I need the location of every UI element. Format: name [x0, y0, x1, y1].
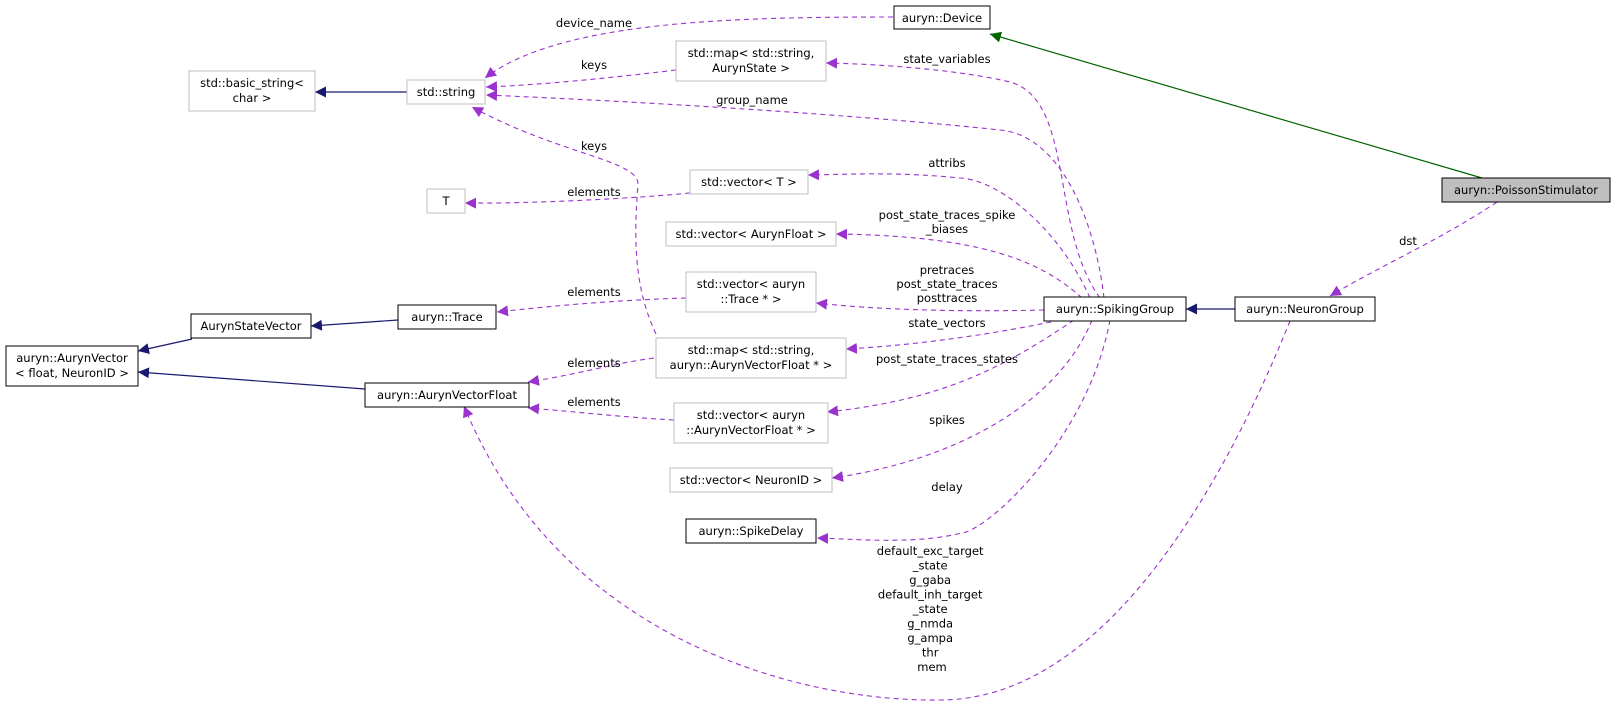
- edge-labels: device_name keys state_variables group_n…: [556, 16, 1417, 674]
- edge-label-elements: elements: [567, 356, 620, 370]
- node-std-map-aurynstate[interactable]: std::map< std::string,AurynState >: [675, 40, 827, 82]
- node-auryn-device[interactable]: auryn::Device: [893, 5, 991, 30]
- edge-post-state-traces-states: [826, 319, 1075, 417]
- svg-text:std::vector< T >: std::vector< T >: [701, 175, 797, 189]
- svg-text:auryn::AurynVector< float, Neu: auryn::AurynVector< float, NeuronID >: [15, 351, 129, 380]
- svg-text:std::string: std::string: [417, 85, 476, 99]
- edge-label-elements: elements: [567, 395, 620, 409]
- node-auryn-spikinggroup[interactable]: auryn::SpikingGroup: [1043, 296, 1187, 322]
- nodes: auryn::Device auryn::PoissonStimulator s…: [5, 5, 1611, 544]
- edge-label-device-name: device_name: [556, 16, 632, 30]
- edge-poisson-to-device: [989, 31, 1483, 179]
- edge-neurongroup-members: [463, 320, 1291, 701]
- node-std-vector-aurynvectorfloat[interactable]: std::vector< auryn::AurynVectorFloat * >: [673, 402, 829, 444]
- node-auryn-neurongroup[interactable]: auryn::NeuronGroup: [1234, 296, 1376, 322]
- edge-elements-map: [527, 357, 655, 386]
- edge-label-keys: keys: [581, 139, 607, 153]
- node-std-vector-neuronid[interactable]: std::vector< NeuronID >: [669, 467, 833, 493]
- edge-label-dst: dst: [1399, 234, 1417, 248]
- edge-elements-trace: [496, 297, 687, 317]
- svg-text:auryn::SpikingGroup: auryn::SpikingGroup: [1056, 302, 1174, 316]
- edge-device-name: [484, 16, 894, 79]
- edge-trace-to-statevector: [310, 319, 399, 331]
- edge-statevector-to-aurynvector: [137, 338, 193, 354]
- node-auryn-spikedelay[interactable]: auryn::SpikeDelay: [685, 518, 817, 544]
- edge-label-keys: keys: [581, 58, 607, 72]
- edge-label-attribs: attribs: [928, 156, 965, 170]
- node-std-basic-string[interactable]: std::basic_string<char >: [188, 70, 316, 112]
- node-aurynstatevector[interactable]: AurynStateVector: [190, 313, 312, 339]
- node-std-vector-trace[interactable]: std::vector< auryn::Trace * >: [685, 271, 817, 313]
- svg-text:std::map< std::string,auryn::A: std::map< std::string,auryn::AurynVector…: [670, 343, 833, 372]
- edge-label-delay: delay: [931, 480, 963, 494]
- edge-label-neurongroup-members: default_exc_target _state g_gaba default…: [877, 544, 987, 674]
- edge-vectorfloat-to-aurynvector: [137, 367, 366, 390]
- edge-group-name: [485, 89, 1105, 299]
- svg-text:std::vector< auryn::Trace * >: std::vector< auryn::Trace * >: [697, 277, 805, 306]
- edge-label-state-vectors: state_vectors: [908, 316, 985, 330]
- edge-keys-string: [485, 69, 677, 93]
- edge-state-vectors: [845, 319, 1061, 354]
- edges: [137, 16, 1498, 701]
- svg-text:AurynStateVector: AurynStateVector: [200, 319, 301, 333]
- edge-spikes: [831, 319, 1093, 482]
- svg-text:T: T: [441, 194, 450, 208]
- edge-label-spikes: spikes: [929, 413, 965, 427]
- edge-label-elements: elements: [567, 285, 620, 299]
- edge-dst: [1329, 201, 1498, 297]
- node-auryn-aurynvector[interactable]: auryn::AurynVector< float, NeuronID >: [5, 345, 139, 387]
- svg-text:std::vector< auryn::AurynVecto: std::vector< auryn::AurynVectorFloat * >: [686, 408, 815, 437]
- svg-text:std::map< std::string,AurynSta: std::map< std::string,AurynState >: [688, 46, 815, 75]
- svg-text:auryn::NeuronGroup: auryn::NeuronGroup: [1246, 302, 1364, 316]
- node-std-vector-aurynfloat[interactable]: std::vector< AurynFloat >: [665, 221, 837, 247]
- edge-label-state-variables: state_variables: [903, 52, 990, 66]
- svg-text:auryn::Trace: auryn::Trace: [411, 310, 482, 324]
- svg-text:auryn::Device: auryn::Device: [902, 11, 982, 25]
- svg-text:std::basic_string<char >: std::basic_string<char >: [200, 76, 304, 105]
- edge-traces: [815, 298, 1045, 312]
- edge-attribs: [807, 169, 1091, 299]
- svg-text:std::vector< NeuronID >: std::vector< NeuronID >: [680, 473, 823, 487]
- edge-label-post-state-traces-spike-biases: post_state_traces_spike_biases: [879, 208, 1016, 236]
- node-auryn-trace[interactable]: auryn::Trace: [397, 304, 497, 330]
- node-std-map-aurynvectorfloat[interactable]: std::map< std::string,auryn::AurynVector…: [655, 337, 847, 379]
- edge-keys-map-to-string: [471, 106, 661, 343]
- edge-post-state-spike: [835, 228, 1083, 299]
- svg-text:auryn::PoissonStimulator: auryn::PoissonStimulator: [1454, 183, 1598, 197]
- svg-text:auryn::AurynVectorFloat: auryn::AurynVectorFloat: [377, 388, 517, 402]
- node-auryn-aurynvectorfloat[interactable]: auryn::AurynVectorFloat: [364, 382, 530, 408]
- edge-delay: [816, 319, 1111, 544]
- node-std-string[interactable]: std::string: [406, 79, 486, 105]
- edge-elements-T: [464, 192, 691, 209]
- node-auryn-poissonstimulator[interactable]: auryn::PoissonStimulator: [1441, 177, 1611, 203]
- edge-label-post-state-traces-states: post_state_traces_states: [876, 352, 1018, 366]
- edge-label-group-name: group_name: [716, 93, 788, 107]
- node-T[interactable]: T: [426, 188, 466, 214]
- node-std-vector-T[interactable]: std::vector< T >: [689, 169, 809, 195]
- edge-state-variables: [825, 57, 1101, 299]
- edge-elements-vec: [527, 403, 675, 421]
- svg-text:auryn::SpikeDelay: auryn::SpikeDelay: [698, 524, 803, 538]
- edge-label-elements: elements: [567, 185, 620, 199]
- svg-text:std::vector< AurynFloat >: std::vector< AurynFloat >: [676, 227, 827, 241]
